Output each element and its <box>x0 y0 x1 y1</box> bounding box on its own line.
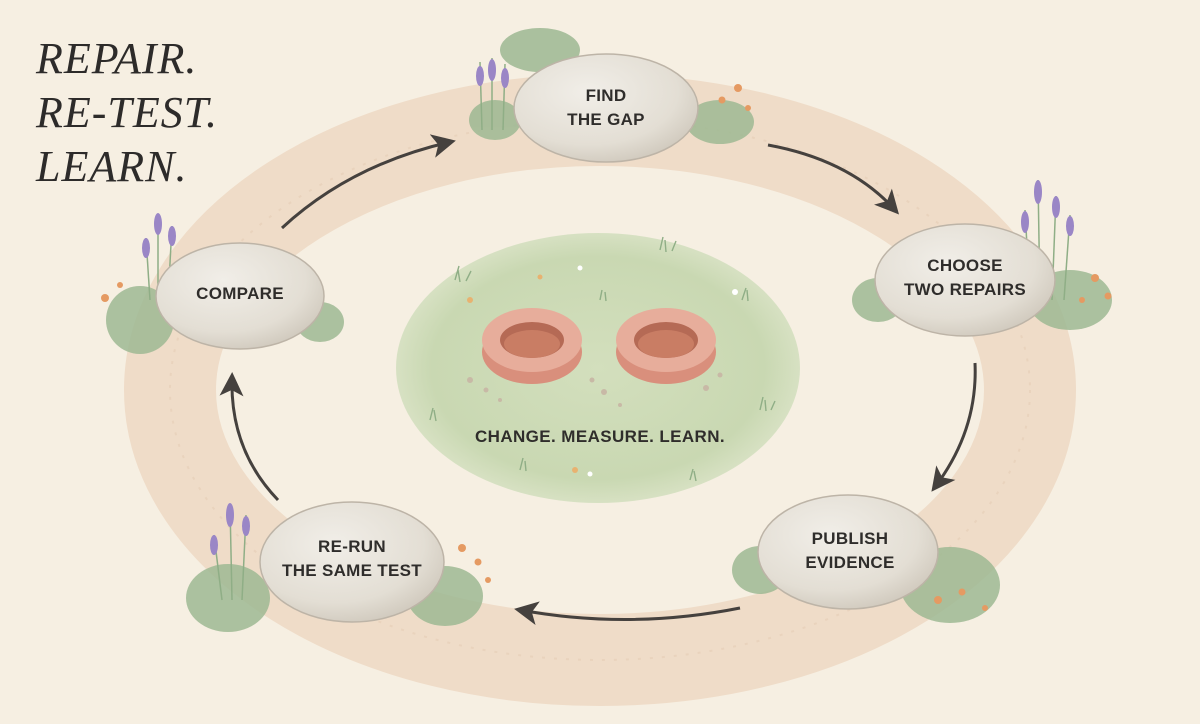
step-choose-repairs-line-2: TWO REPAIRS <box>904 280 1026 299</box>
step-compare-line-1: COMPARE <box>196 284 284 303</box>
brick-ring-right <box>616 308 716 384</box>
arrow-publish-to-rerun <box>514 601 741 626</box>
step-compare-label: COMPARE <box>160 282 320 306</box>
step-rerun-test-line-2: THE SAME TEST <box>282 561 422 580</box>
lavender-blooms <box>142 59 1074 555</box>
step-rerun-test-label: RE-RUN THE SAME TEST <box>272 535 432 583</box>
stone-publish-evidence <box>757 494 939 610</box>
brick-ring-left <box>482 308 582 384</box>
step-choose-repairs-label: CHOOSE TWO REPAIRS <box>885 254 1045 302</box>
page-title: REPAIR. RE-TEST. LEARN. <box>36 32 218 194</box>
step-choose-repairs-line-1: CHOOSE <box>927 256 1003 275</box>
stone-compare <box>155 242 325 350</box>
step-publish-evidence-line-2: EVIDENCE <box>805 553 895 572</box>
stone-find-gap <box>513 53 699 163</box>
title-line-2: RE-TEST. <box>36 88 218 137</box>
step-rerun-test-line-1: RE-RUN <box>318 537 386 556</box>
step-publish-evidence-line-1: PUBLISH <box>811 529 889 548</box>
grass-tufts <box>429 236 776 482</box>
title-line-3: LEARN. <box>36 142 188 191</box>
meadow <box>396 233 800 503</box>
arrow-compare-to-find <box>280 134 456 230</box>
step-find-gap-line-2: THE GAP <box>567 110 645 129</box>
step-publish-evidence-label: PUBLISH EVIDENCE <box>770 527 930 575</box>
center-caption: CHANGE. MEASURE. LEARN. <box>474 427 726 446</box>
arrow-find-to-choose <box>767 143 900 215</box>
step-find-gap-line-1: FIND <box>585 86 627 105</box>
stone-rerun-test <box>259 501 445 623</box>
meadow-flowers <box>467 265 738 477</box>
arrow-choose-to-publish <box>931 362 977 492</box>
pebbles <box>467 372 723 407</box>
orange-flowers <box>101 84 1112 611</box>
step-find-gap-label: FIND THE GAP <box>526 84 686 132</box>
title-line-1: REPAIR. <box>36 34 198 83</box>
stone-choose-repairs <box>874 223 1056 337</box>
arrow-rerun-to-compare <box>219 372 280 502</box>
